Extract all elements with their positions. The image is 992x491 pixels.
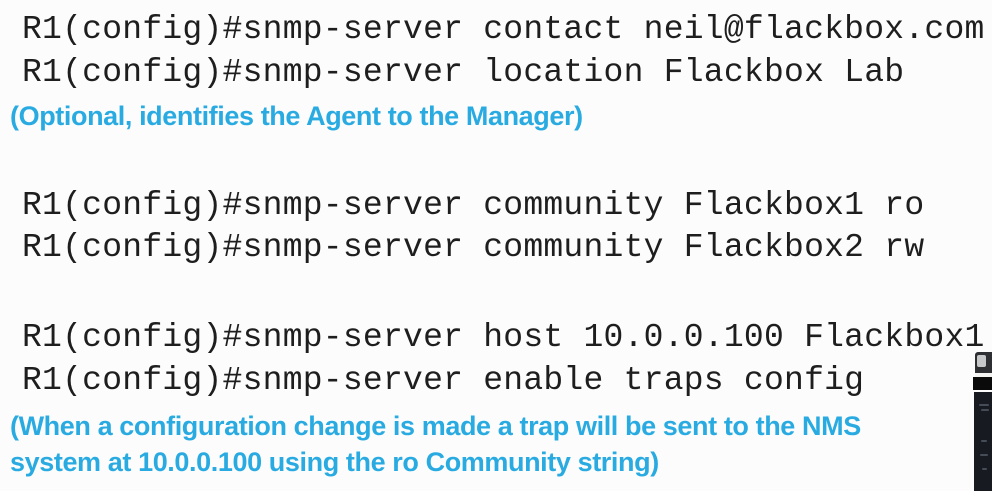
cli-command-community-rw: R1(config)#snmp-server community Flackbo… — [22, 229, 925, 266]
cli-command-location: R1(config)#snmp-server location Flackbox… — [22, 54, 905, 91]
cli-command-contact: R1(config)#snmp-server contact neil@flac… — [22, 11, 985, 48]
annotation-trap-line1: (When a configuration change is made a t… — [10, 411, 861, 441]
cropped-image-fragment — [972, 352, 992, 491]
fragment-gap — [975, 373, 992, 377]
fragment-text-speck — [980, 454, 988, 456]
fragment-top-icon — [975, 352, 992, 373]
cli-command-enable-traps: R1(config)#snmp-server enable traps conf… — [22, 362, 865, 399]
fragment-text-speck — [982, 468, 987, 470]
fragment-text-speck — [981, 409, 989, 411]
cli-command-community-ro: R1(config)#snmp-server community Flackbo… — [22, 187, 925, 224]
fragment-dark-panel — [974, 392, 992, 491]
annotation-optional: (Optional, identifies the Agent to the M… — [10, 101, 583, 131]
annotation-trap-line2: system at 10.0.0.100 using the ro Commun… — [10, 447, 659, 477]
fragment-black-strip — [973, 377, 992, 390]
fragment-top-icon-detail — [977, 355, 986, 367]
fragment-text-speck — [979, 404, 989, 406]
fragment-text-speck — [981, 440, 987, 442]
cli-command-host: R1(config)#snmp-server host 10.0.0.100 F… — [22, 319, 985, 356]
